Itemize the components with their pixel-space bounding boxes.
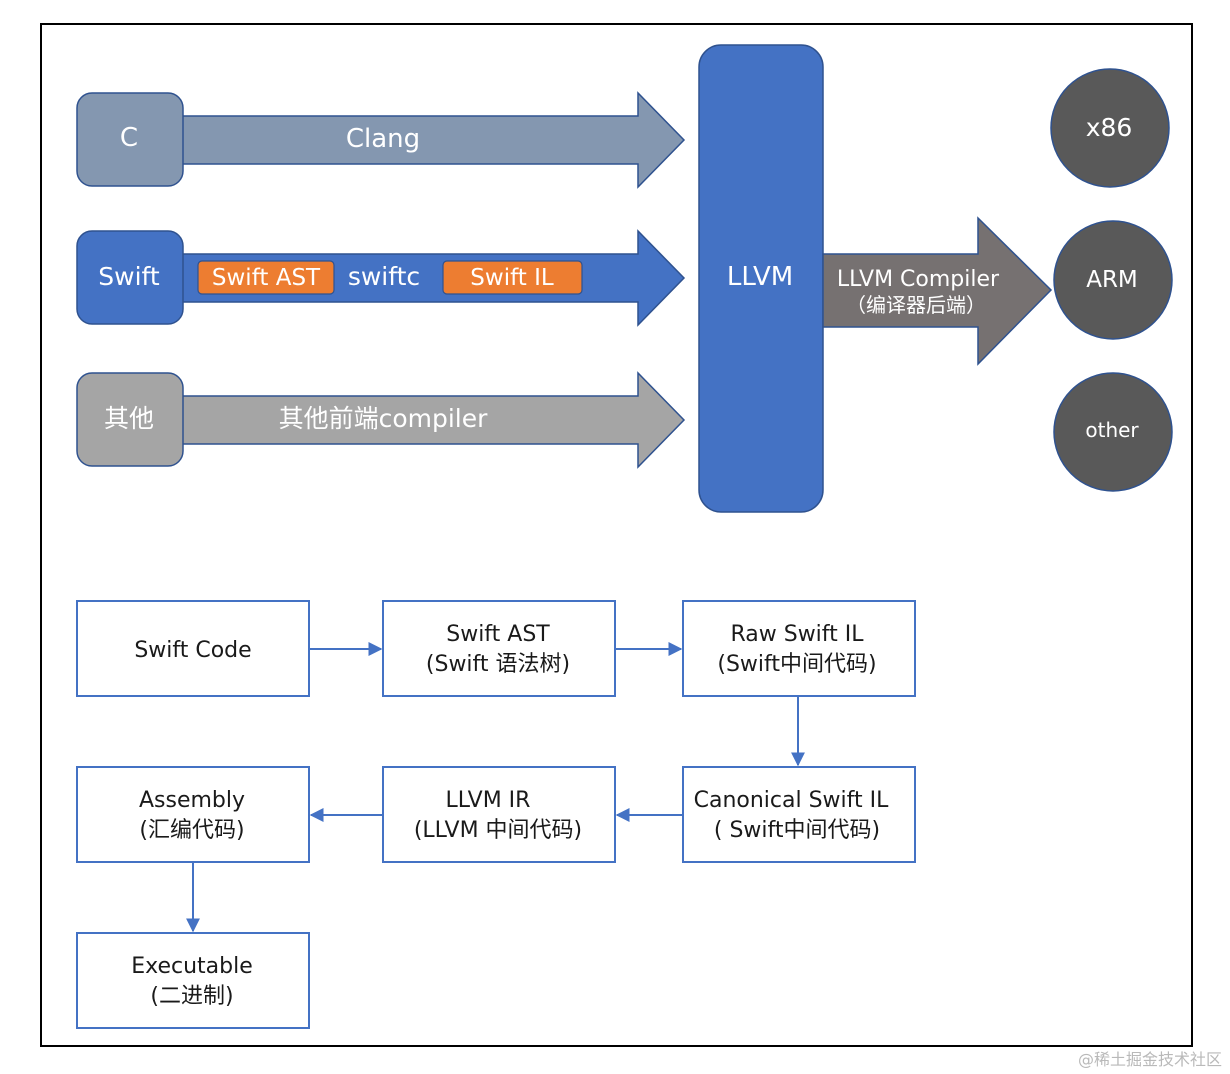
other-frontend-arrow — [181, 371, 686, 469]
node-swift-ast-line2: (Swift 语法树) — [426, 652, 570, 677]
node-assembly-line1: Assembly — [139, 788, 245, 813]
target-other — [1053, 372, 1173, 492]
backend-label-line2: （编译器后端） — [846, 293, 986, 317]
frontend-lane-swift: Swift Swift AST swiftc Swift IL — [76, 229, 686, 327]
source-label-c: C — [120, 123, 138, 153]
node-llvm-ir-line2: (LLVM 中间代码) — [414, 818, 582, 843]
node-canonical-sil-line1: Canonical Swift IL — [694, 788, 890, 813]
backend-stage: LLVM Compiler （编译器后端） — [822, 216, 1053, 366]
source-box-other — [76, 372, 184, 467]
target-architectures: x86 ARM other — [1050, 68, 1173, 492]
target-arm — [1053, 220, 1173, 340]
chip-swift-il-label: Swift IL — [470, 265, 554, 291]
node-raw-sil — [682, 600, 916, 697]
source-box-c — [76, 92, 184, 187]
watermark: @稀土掘金技术社区 — [1077, 1050, 1222, 1069]
compiler-label-swiftc: swiftc — [348, 262, 420, 291]
node-canonical-sil-line2: ( Swift中间代码) — [714, 818, 880, 843]
node-assembly — [76, 766, 310, 863]
node-raw-sil-line1: Raw Swift IL — [730, 622, 864, 647]
node-executable — [76, 932, 310, 1029]
backend-label-line1: LLVM Compiler — [837, 267, 1000, 292]
target-label-other: other — [1085, 418, 1139, 442]
chip-swift-il — [442, 260, 583, 295]
llvm-core: LLVM — [698, 44, 824, 513]
compiler-label-other: 其他前端compiler — [279, 404, 489, 433]
node-swift-code — [76, 600, 310, 697]
target-x86 — [1050, 68, 1170, 188]
llvm-label: LLVM — [727, 262, 793, 292]
node-raw-sil-line2: (Swift中间代码) — [717, 652, 876, 677]
node-swift-ast-line1: Swift AST — [446, 622, 550, 647]
target-label-arm: ARM — [1086, 267, 1138, 293]
node-swift-code-line1: Swift Code — [134, 638, 251, 663]
source-box-swift — [76, 230, 184, 325]
llvm-compiler-arrow — [822, 216, 1053, 366]
frontend-lane-other: 其他 其他前端compiler — [76, 371, 686, 469]
chip-swift-ast — [197, 260, 335, 295]
node-canonical-sil — [682, 766, 916, 863]
source-label-swift: Swift — [98, 262, 160, 291]
source-label-other: 其他 — [104, 404, 154, 433]
chip-swift-ast-label: Swift AST — [212, 265, 321, 291]
frontend-lane-c: C Clang — [76, 91, 686, 189]
node-executable-line1: Executable — [131, 954, 253, 979]
node-llvm-ir — [382, 766, 616, 863]
node-swift-ast — [382, 600, 616, 697]
node-executable-line2: (二进制) — [150, 984, 233, 1009]
node-llvm-ir-line1: LLVM IR — [446, 788, 531, 813]
target-label-x86: x86 — [1086, 113, 1133, 142]
clang-arrow — [181, 91, 686, 189]
swift-compile-pipeline: Swift Code Swift AST (Swift 语法树) Raw Swi… — [76, 600, 916, 1029]
node-assembly-line2: (汇编代码) — [139, 818, 244, 843]
diagram-frame — [40, 23, 1193, 1047]
swiftc-arrow — [181, 229, 686, 327]
compiler-label-clang: Clang — [346, 124, 420, 154]
